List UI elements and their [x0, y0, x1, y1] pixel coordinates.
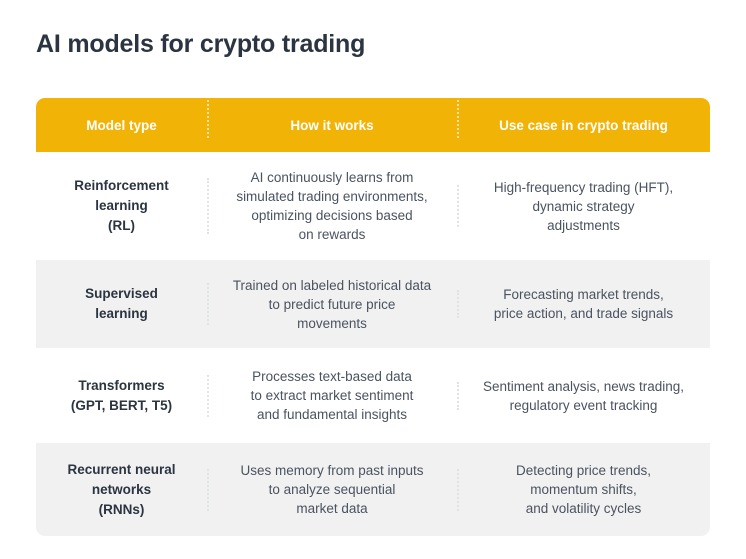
- cell-text: Recurrent neural networks (RNNs): [67, 461, 176, 517]
- cell-model-type: Transformers (GPT, BERT, T5): [36, 376, 207, 416]
- cell-use-case: Detecting price trends, momentum shifts,…: [457, 461, 710, 518]
- table-row: Recurrent neural networks (RNNs) Uses me…: [36, 443, 710, 536]
- cell-text: Uses memory from past inputs to analyze …: [240, 463, 424, 516]
- cell-text: Reinforcement learning (RL): [74, 178, 169, 233]
- cell-how-it-works: AI continuously learns from simulated tr…: [207, 168, 457, 244]
- cell-text: Supervised learning: [85, 286, 158, 321]
- cell-use-case: High-frequency trading (HFT), dynamic st…: [457, 178, 710, 235]
- table-row: Transformers (GPT, BERT, T5) Processes t…: [36, 348, 710, 443]
- cell-text: Detecting price trends, momentum shifts,…: [515, 463, 652, 516]
- table-row: Supervised learning Trained on labeled h…: [36, 260, 710, 348]
- cell-text: Trained on labeled historical data to pr…: [232, 277, 432, 331]
- cell-model-type: Reinforcement learning (RL): [36, 176, 207, 236]
- column-header-how-it-works: How it works: [207, 99, 457, 138]
- cell-text: Transformers (GPT, BERT, T5): [70, 377, 173, 413]
- cell-how-it-works: Uses memory from past inputs to analyze …: [207, 461, 457, 518]
- page-title: AI models for crypto trading: [36, 30, 366, 58]
- cell-use-case: Sentiment analysis, news trading, regula…: [457, 377, 710, 415]
- column-header-model-type: Model type: [86, 117, 157, 133]
- cell-text: High-frequency trading (HFT), dynamic st…: [493, 179, 674, 233]
- table-header-row: Model type How it works Use case in cryp…: [36, 98, 710, 152]
- cell-text: Sentiment analysis, news trading, regula…: [482, 378, 685, 413]
- cell-text: AI continuously learns from simulated tr…: [236, 170, 428, 242]
- column-header-use-case: Use case in crypto trading: [457, 99, 710, 138]
- cell-text: Processes text-based data to extract mar…: [250, 369, 414, 422]
- cell-text: Forecasting market trends, price action,…: [493, 287, 674, 321]
- table-row: Reinforcement learning (RL) AI continuou…: [36, 152, 710, 260]
- cell-use-case: Forecasting market trends, price action,…: [457, 285, 710, 323]
- cell-how-it-works: Trained on labeled historical data to pr…: [207, 276, 457, 333]
- cell-model-type: Supervised learning: [36, 284, 207, 324]
- cell-how-it-works: Processes text-based data to extract mar…: [207, 367, 457, 424]
- cell-model-type: Recurrent neural networks (RNNs): [36, 460, 207, 520]
- ai-models-table: Model type How it works Use case in cryp…: [36, 98, 710, 536]
